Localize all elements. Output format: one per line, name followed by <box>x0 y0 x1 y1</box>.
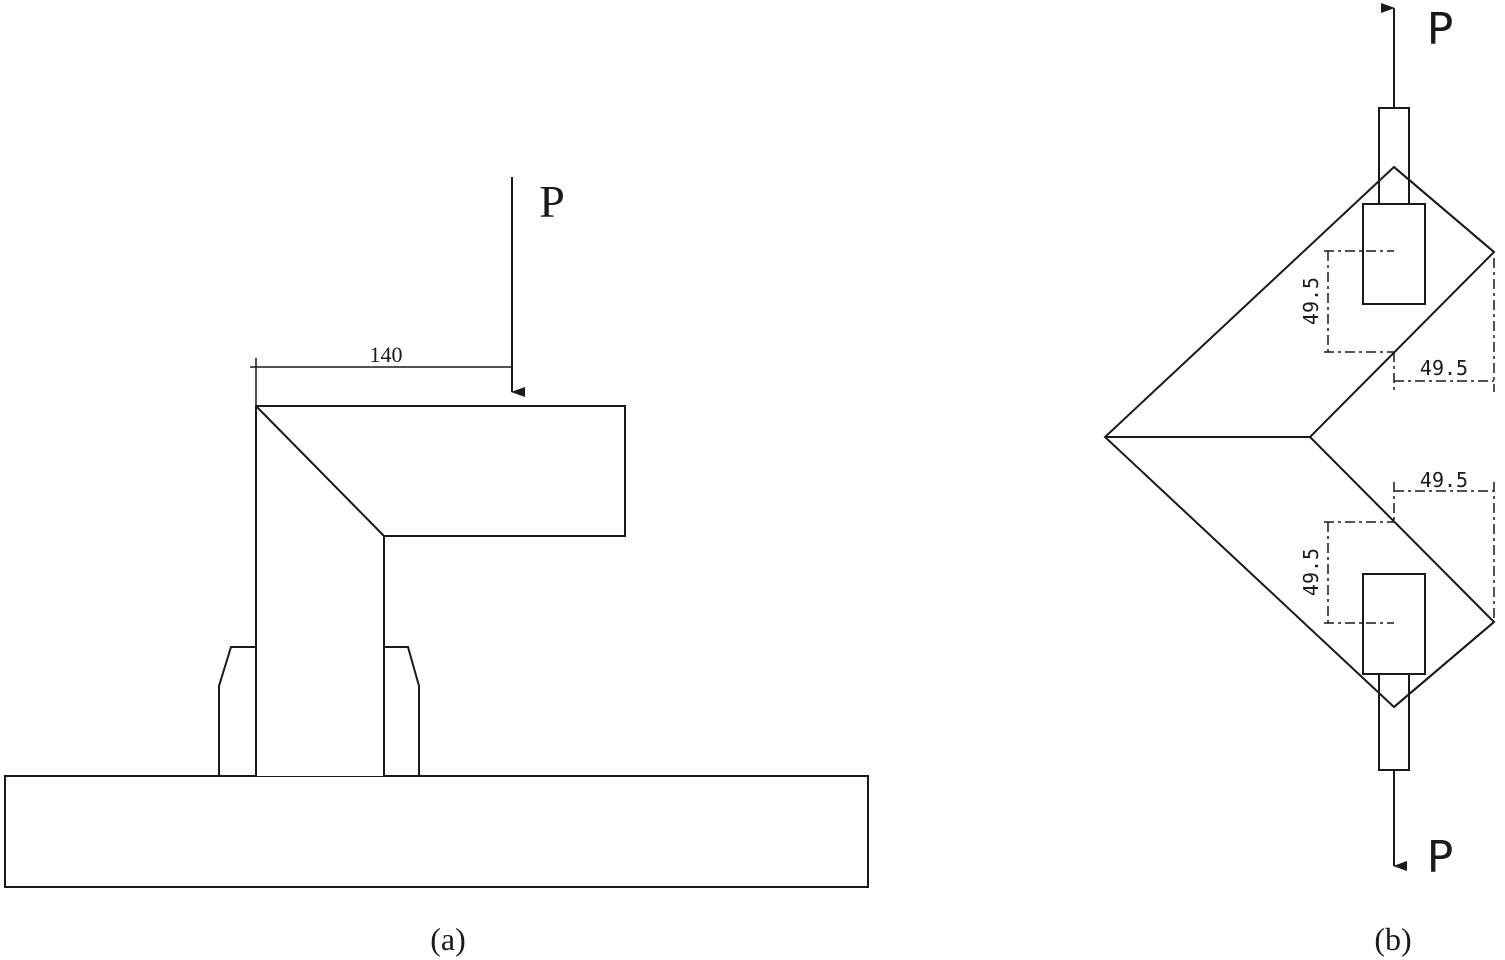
dim-upper-horizontal-label: 49.5 <box>1420 356 1468 380</box>
mitre-line <box>255 405 385 537</box>
dim-lower-horizontal-label: 49.5 <box>1420 468 1468 492</box>
upper-rod <box>1378 107 1410 205</box>
top-load-label: P <box>1427 4 1454 55</box>
upper-grip-block <box>1362 203 1426 305</box>
caption-b: (b) <box>1374 921 1411 957</box>
caption-a: (a) <box>430 921 466 957</box>
base-plate <box>4 775 869 888</box>
lower-grip-block <box>1362 573 1426 675</box>
dim-upper-vertical-label: 49.5 <box>1299 277 1323 325</box>
right-collar <box>383 646 420 777</box>
lower-rod <box>1378 673 1410 771</box>
dim-lower-vertical-label: 49.5 <box>1299 548 1323 596</box>
bottom-load-label: P <box>1427 832 1454 883</box>
l-bracket <box>255 405 626 776</box>
figure-a: 140 P (a) <box>4 176 869 957</box>
load-label-p: P <box>539 176 565 227</box>
left-collar <box>218 646 257 777</box>
figure-b: P P 49.5 49.5 49.5 49.5 (b) <box>1103 3 1496 957</box>
dimension-140-label: 140 <box>370 342 403 367</box>
